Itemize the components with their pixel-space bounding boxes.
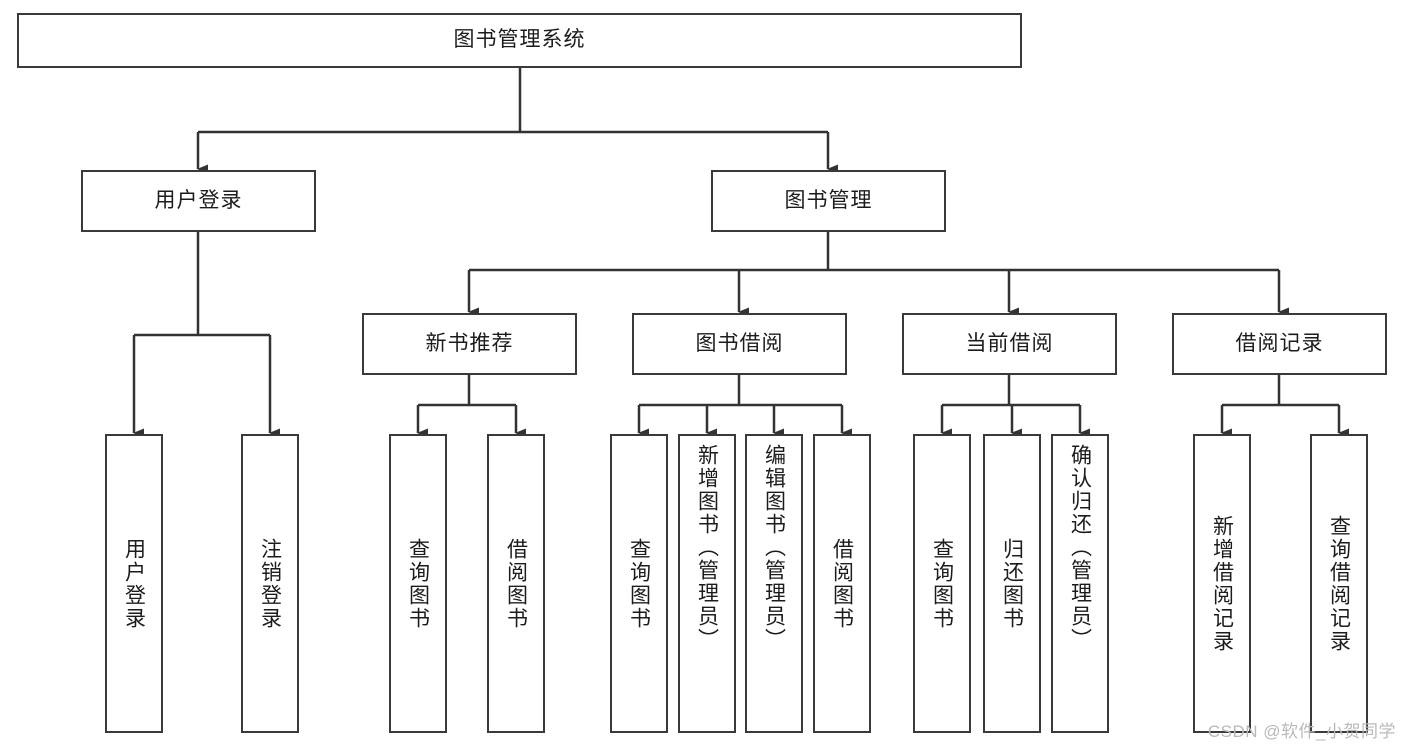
node-leaf-8[interactable]: 借阅图书: [813, 434, 871, 733]
node-label: 确认归还（管理员）: [1068, 444, 1092, 651]
node-label: 查询借阅记录: [1327, 514, 1351, 653]
node-leaf-1[interactable]: 用户登录: [105, 434, 163, 733]
node-label: 借阅图书: [504, 537, 528, 630]
node-label: 用户登录: [154, 188, 243, 212]
node-label: 查询图书: [627, 537, 651, 630]
node-label: 用户登录: [122, 537, 146, 630]
watermark: CSDN @软件_小贺同学: [1207, 722, 1396, 741]
node-leaf-6[interactable]: 新增图书（管理员）: [678, 434, 736, 733]
node-level3-3[interactable]: 当前借阅: [902, 313, 1117, 375]
node-label: 当前借阅: [965, 331, 1054, 355]
node-label: 新增借阅记录: [1210, 514, 1234, 653]
node-leaf-11[interactable]: 确认归还（管理员）: [1051, 434, 1109, 733]
node-label: 借阅图书: [830, 537, 854, 630]
node-label: 借阅记录: [1235, 331, 1324, 355]
node-label: 查询图书: [406, 537, 430, 630]
node-leaf-2[interactable]: 注销登录: [241, 434, 299, 733]
node-leaf-10[interactable]: 归还图书: [983, 434, 1041, 733]
node-leaf-5[interactable]: 查询图书: [610, 434, 668, 733]
node-level3-2[interactable]: 图书借阅: [632, 313, 847, 375]
node-level3-4[interactable]: 借阅记录: [1172, 313, 1387, 375]
node-level3-1[interactable]: 新书推荐: [362, 313, 577, 375]
node-label: 图书管理系统: [453, 28, 586, 52]
node-label: 注销登录: [258, 537, 282, 630]
node-root[interactable]: 图书管理系统: [17, 13, 1022, 68]
node-label: 编辑图书（管理员）: [762, 444, 786, 651]
node-level2-1[interactable]: 用户登录: [81, 170, 316, 232]
node-leaf-4[interactable]: 借阅图书: [487, 434, 545, 733]
node-label: 归还图书: [1000, 537, 1024, 630]
node-leaf-7[interactable]: 编辑图书（管理员）: [745, 434, 803, 733]
node-level2-2[interactable]: 图书管理: [711, 170, 946, 232]
node-leaf-12[interactable]: 新增借阅记录: [1193, 434, 1251, 733]
node-label: 新书推荐: [425, 331, 514, 355]
node-leaf-3[interactable]: 查询图书: [389, 434, 447, 733]
node-label: 图书借阅: [695, 331, 784, 355]
node-label: 新增图书（管理员）: [695, 444, 719, 651]
node-leaf-9[interactable]: 查询图书: [913, 434, 971, 733]
node-leaf-13[interactable]: 查询借阅记录: [1310, 434, 1368, 733]
node-label: 图书管理: [784, 188, 873, 212]
node-label: 查询图书: [930, 537, 954, 630]
